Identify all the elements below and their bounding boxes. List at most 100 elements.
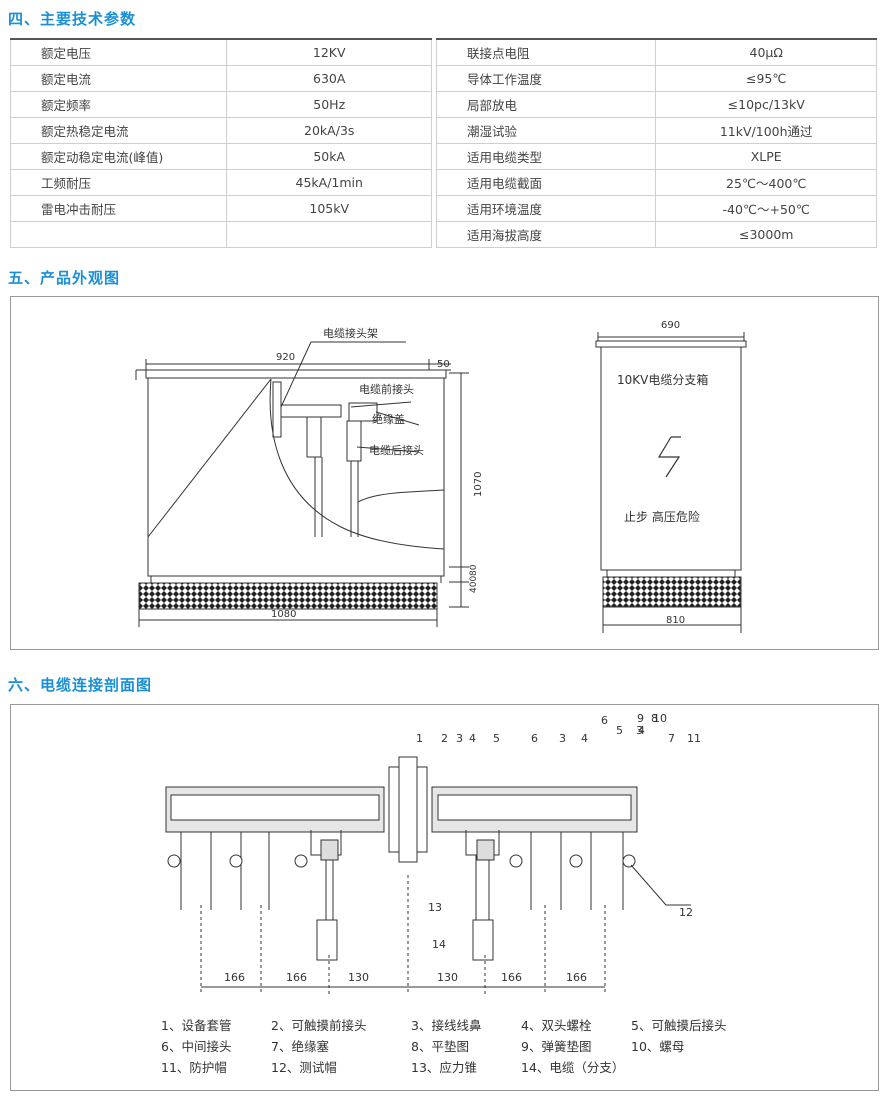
callout-label: 1 (416, 732, 423, 745)
front-warning-text: 止步 高压危险 (624, 509, 700, 524)
legend-item: 11、防护帽 (161, 1060, 227, 1075)
dim-front-top: 690 (661, 320, 680, 331)
spec-value: 45kA/1min (226, 169, 432, 196)
spec-name: 适用电缆类型 (435, 143, 657, 170)
spec-value: ≤95℃ (655, 65, 877, 92)
spec-name: 导体工作温度 (435, 65, 657, 92)
callout-label: 3 (559, 732, 566, 745)
appearance-panel: 920 50 1070 400 80 1080 电缆接头架 电缆前接头 绝缘盖 … (10, 296, 879, 650)
spec-value: 12KV (226, 38, 432, 66)
spec-value: 25℃～400℃ (655, 169, 877, 196)
legend-item: 13、应力锥 (411, 1060, 477, 1075)
legend-item: 5、可触摸后接头 (631, 1018, 727, 1033)
dimension-label: 166 (286, 971, 307, 984)
spec-name: 适用环境温度 (435, 195, 657, 222)
dimension-label: 166 (501, 971, 522, 984)
callout-13: 13 (428, 901, 442, 914)
dim-side-height: 1070 (473, 472, 484, 497)
spec-name: 雷电冲击耐压 (9, 195, 228, 222)
legend-item: 4、双头螺栓 (521, 1018, 592, 1033)
label-rear-connector: 电缆后接头 (369, 444, 424, 457)
legend-item: 3、接线线鼻 (411, 1018, 482, 1033)
dimension-label: 130 (348, 971, 369, 984)
spec-value: ≤3000m (655, 221, 877, 248)
callout-label: 4 (581, 732, 588, 745)
spec-row: 额定动稳定电流(峰值)50kA (9, 143, 432, 170)
spec-value: -40℃～+50℃ (655, 195, 877, 222)
spec-name: 额定动稳定电流(峰值) (9, 143, 228, 170)
dim-side-bottom: 1080 (271, 609, 296, 620)
spec-name: 适用海拔高度 (435, 221, 657, 248)
callout-label: 6 (531, 732, 538, 745)
section-title-appearance: 五、产品外观图 (8, 269, 121, 287)
dim-side-base-a: 400 (469, 576, 479, 593)
spec-value: XLPE (655, 143, 877, 170)
dim-side-top-right: 50 (437, 359, 450, 370)
dim-front-bottom: 810 (666, 615, 685, 626)
callout-label: 3 (456, 732, 463, 745)
spec-name: 适用电缆截面 (435, 169, 657, 196)
spec-row: 局部放电≤10pc/13kV (435, 91, 877, 118)
label-front-connector: 电缆前接头 (359, 382, 414, 396)
spec-name: 额定频率 (9, 91, 228, 118)
spec-name: 工频耐压 (9, 169, 228, 196)
callout-12: 12 (679, 906, 693, 919)
side-view (135, 341, 469, 627)
dimension-label: 130 (437, 971, 458, 984)
spec-value: 50Hz (226, 91, 432, 118)
spec-value: 105kV (226, 195, 432, 222)
callout-label: 2 (441, 732, 448, 745)
callout-label: 5 (493, 732, 500, 745)
spec-name: 额定电流 (9, 65, 228, 92)
front-box-title: 10KV电缆分支箱 (617, 372, 708, 387)
spec-name: 局部放电 (435, 91, 657, 118)
dimension-label: 166 (566, 971, 587, 984)
spec-name: 额定电压 (9, 38, 228, 66)
callout-14: 14 (432, 938, 446, 951)
spec-value (226, 221, 432, 248)
appearance-drawing: 920 50 1070 400 80 1080 电缆接头架 电缆前接头 绝缘盖 … (135, 320, 747, 633)
section-title-section-view: 六、电缆连接剖面图 (8, 676, 153, 694)
spec-row: 导体工作温度≤95℃ (435, 65, 877, 92)
spec-name: 潮湿试验 (435, 117, 657, 144)
spec-value: 20kA/3s (226, 117, 432, 144)
callout-label: 4 (638, 724, 645, 737)
callout-label: 9 (637, 712, 644, 725)
spec-name (9, 221, 228, 248)
spec-value: ≤10pc/13kV (655, 91, 877, 118)
section-title-specs: 四、主要技术参数 (8, 10, 137, 28)
callout-label: 3 (636, 724, 643, 737)
legend-item: 9、弹簧垫图 (521, 1039, 592, 1054)
callout-label: 5 (616, 724, 623, 737)
legend-item: 1、设备套管 (161, 1018, 232, 1033)
spec-value: 11kV/100h通过 (655, 117, 877, 144)
callout-label: 4 (469, 732, 476, 745)
spec-name: 联接点电阻 (435, 38, 657, 66)
label-cable-bracket: 电缆接头架 (323, 327, 378, 340)
spec-row: 适用环境温度-40℃～+50℃ (435, 195, 877, 222)
legend-item: 7、绝缘塞 (271, 1039, 329, 1054)
legend-item: 14、电缆（分支） (521, 1060, 625, 1075)
dim-side-top: 920 (276, 352, 295, 363)
legend-item: 8、平垫图 (411, 1039, 469, 1054)
spec-row (9, 221, 432, 248)
callout-label: 6 (601, 714, 608, 727)
spec-value: 630A (226, 65, 432, 92)
legend-item: 6、中间接头 (161, 1039, 232, 1054)
legend-item: 2、可触摸前接头 (271, 1018, 367, 1033)
spec-name: 额定热稳定电流 (9, 117, 228, 144)
